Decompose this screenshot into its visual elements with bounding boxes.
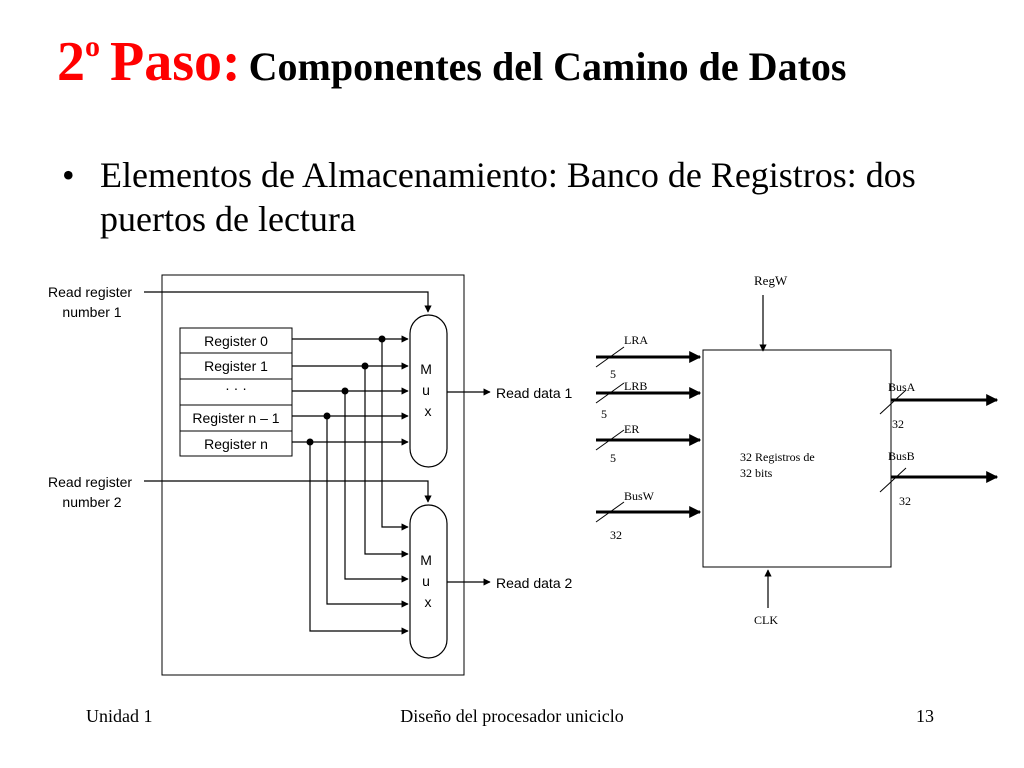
er-width-slash — [595, 429, 625, 451]
register-box — [179, 327, 293, 354]
mux-2-inputs — [309, 339, 409, 635]
slide-title: 2o Paso: Componentes del Camino de Datos — [57, 30, 846, 94]
busw-width-slash — [595, 501, 625, 523]
lrb-label: LRB — [624, 379, 647, 393]
footer-page-number: 13 — [916, 706, 934, 726]
title-subtitle: Componentes del Camino de Datos — [248, 44, 847, 89]
mux-1-inputs — [292, 335, 409, 446]
register-bank-box — [702, 349, 892, 568]
busa-label: BusA — [888, 380, 916, 394]
busb-width: 32 — [899, 494, 911, 508]
read-register-2-line — [144, 480, 432, 503]
title-step-word: Paso: — [110, 31, 241, 93]
er-label: ER — [624, 422, 639, 436]
footer-left: Unidad 1 — [86, 706, 153, 726]
clk-label: CLK — [754, 613, 778, 627]
bullet-dot: • — [62, 155, 75, 195]
er-width: 5 — [610, 451, 616, 465]
register-file-read-diagram: Read register number 1 Read register num… — [48, 274, 572, 676]
register-box — [179, 430, 293, 457]
register-1-label: Register 1 — [204, 358, 268, 374]
lra-width-slash — [595, 346, 625, 368]
register-0-label: Register 0 — [204, 333, 268, 349]
footer-center: Diseño del procesador uniciclo — [400, 706, 624, 726]
read-data-2-label: Read data 2 — [496, 575, 572, 591]
mux-2-label: M u x — [420, 552, 436, 610]
busw-label: BusW — [624, 489, 655, 503]
register-ellipsis: · · · — [225, 380, 247, 396]
bullet-text: Elementos de Almacenamiento: Banco de Re… — [100, 155, 916, 239]
lrb-width: 5 — [601, 407, 607, 421]
read-register-1-line — [144, 291, 432, 313]
register-box — [179, 352, 293, 380]
title-step-number: 2 — [57, 31, 85, 93]
read-register-1-label: Read register number 1 — [48, 284, 136, 320]
lrb-width-slash — [595, 382, 625, 404]
register-n-minus-1-label: Register n – 1 — [192, 410, 279, 426]
read-data-1-label: Read data 1 — [496, 385, 572, 401]
register-bank-outputs: BusA 32 BusB 32 — [879, 380, 999, 508]
busb-width-slash — [879, 467, 907, 493]
lra-width: 5 — [610, 367, 616, 381]
read-register-2-label: Read register number 2 — [48, 474, 136, 510]
busa-width-slash — [879, 389, 907, 415]
mux-1 — [409, 314, 448, 468]
register-stack: Register 0 Register 1 · · · Register n –… — [179, 327, 293, 457]
register-bank-inputs: LRA 5 LRB 5 ER 5 BusW 32 — [595, 333, 702, 542]
register-file-outline — [161, 274, 465, 676]
busb-label: BusB — [888, 449, 915, 463]
regw-label: RegW — [754, 273, 788, 288]
register-bank-body-label: 32 Registros de 32 bits — [740, 450, 818, 480]
register-n-label: Register n — [204, 436, 268, 452]
lra-label: LRA — [624, 333, 648, 347]
register-bank-block: 32 Registros de 32 bits RegW LRA 5 LRB 5… — [595, 273, 999, 627]
register-box — [179, 404, 293, 432]
register-box — [179, 378, 293, 406]
title-step: 2o Paso: — [57, 30, 241, 93]
wire-junctions — [306, 335, 386, 446]
mux-1-label: M u x — [420, 361, 436, 419]
busa-width: 32 — [892, 417, 904, 431]
title-step-superscript: o — [85, 30, 100, 63]
busw-width: 32 — [610, 528, 622, 542]
